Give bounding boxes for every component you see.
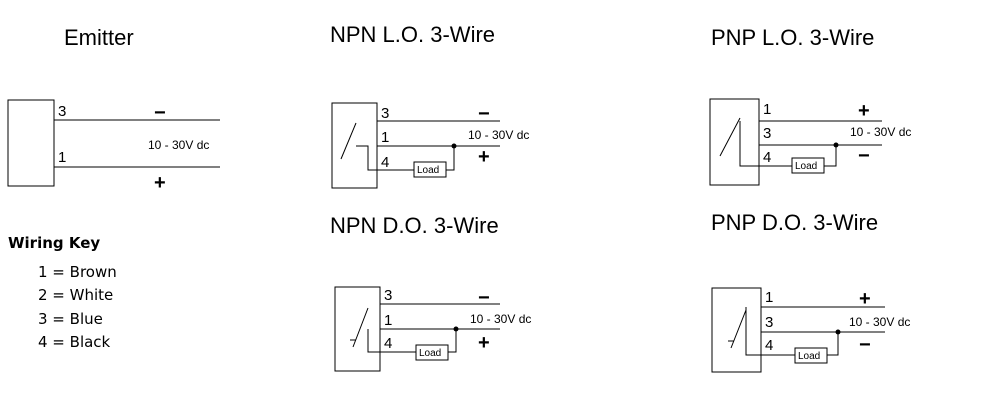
emitter-body [7,99,55,187]
pnp-lo-junction-dot [833,142,839,148]
npn-lo-minus-sign: − [478,103,490,125]
emitter-wire-top-label: 3 [58,103,66,120]
npn-do-wire-b-label: 1 [384,312,392,329]
pnp-do-wire-a-label: 1 [765,289,773,306]
pnp-lo-title: PNP L.O. 3-Wire [711,25,874,50]
npn-lo-load-label: Load [417,165,439,176]
npn-do-load-label: Load [419,348,441,359]
npn-lo-load-return [446,146,455,171]
pnp-lo-voltage-label: 10 - 30V dc [850,125,911,139]
pnp-lo-plus-sign: + [858,100,870,122]
npn-do-diagram: NPN D.O. 3-Wire Load 3 1 4 10 - 30V dc −… [330,213,531,372]
npn-lo-diagram: NPN L.O. 3-Wire Load 3 1 4 10 - 30V dc −… [330,22,529,189]
pnp-do-switch-blade [730,309,747,349]
pnp-do-junction-dot [835,329,841,335]
npn-do-junction-dot [453,326,459,332]
wiring-key-title: Wiring Key [8,234,100,252]
pnp-do-title: PNP D.O. 3-Wire [711,210,878,235]
npn-do-voltage-label: 10 - 30V dc [470,312,531,326]
npn-lo-switch-blade [340,122,357,160]
pnp-do-wire-b-label: 3 [765,314,773,331]
emitter-voltage-label: 10 - 30V dc [148,138,209,152]
npn-lo-wire-c-label: 4 [381,154,389,171]
pnp-lo-wire-c-label: 4 [763,149,771,166]
npn-lo-title: NPN L.O. 3-Wire [330,22,495,47]
npn-do-minus-sign: − [478,287,490,309]
npn-lo-wire-b-label: 1 [381,129,389,146]
pnp-do-minus-sign: − [859,334,871,356]
pnp-do-diagram: PNP D.O. 3-Wire Load 1 3 4 10 - 30V dc +… [711,210,910,373]
emitter-title: Emitter [64,25,134,50]
wiring-key-item: 1 = Brown [38,263,117,281]
npn-lo-junction-dot [451,143,457,149]
pnp-lo-load-label: Load [795,161,817,172]
npn-do-sensor-body [334,286,381,372]
npn-do-switch-leg [367,329,416,353]
wiring-key-item: 4 = Black [38,333,111,351]
pnp-do-wire-c-label: 4 [765,337,773,354]
npn-do-wire-a-label: 3 [384,287,392,304]
npn-do-load-return [448,329,457,353]
npn-lo-switch-leg [356,145,414,171]
pnp-lo-wire-a-label: 1 [763,101,771,118]
pnp-lo-wire-b-label: 3 [763,125,771,142]
pnp-lo-sensor-body [709,98,760,186]
pnp-lo-load-return [824,145,837,167]
emitter-plus-sign: + [154,172,166,194]
pnp-do-sensor-body [711,287,762,373]
pnp-do-load-return [827,332,839,356]
npn-lo-plus-sign: + [478,146,490,168]
pnp-do-load-label: Load [798,351,820,362]
npn-lo-wire-a-label: 3 [381,105,389,122]
pnp-do-switch-leg [745,307,795,356]
emitter-diagram: Emitter 3 1 10 - 30V dc − + [7,25,220,194]
wiring-key: Wiring Key 1 = Brown 2 = White 3 = Blue … [8,234,117,351]
emitter-wire-bottom-label: 1 [58,149,66,166]
pnp-do-voltage-label: 10 - 30V dc [849,315,910,329]
emitter-minus-sign: − [154,102,166,124]
pnp-lo-switch-leg [739,121,792,167]
npn-lo-sensor-body [331,102,378,189]
pnp-do-plus-sign: + [859,288,871,310]
wiring-key-item: 3 = Blue [38,310,103,328]
pnp-lo-diagram: PNP L.O. 3-Wire Load 1 3 4 10 - 30V dc +… [709,25,911,186]
pnp-lo-minus-sign: − [858,145,870,167]
wiring-key-item: 2 = White [38,286,113,304]
npn-do-plus-sign: + [478,332,490,354]
npn-lo-voltage-label: 10 - 30V dc [468,128,529,142]
pnp-lo-switch-blade [719,117,741,157]
npn-do-title: NPN D.O. 3-Wire [330,213,499,238]
npn-do-wire-c-label: 4 [384,335,392,352]
